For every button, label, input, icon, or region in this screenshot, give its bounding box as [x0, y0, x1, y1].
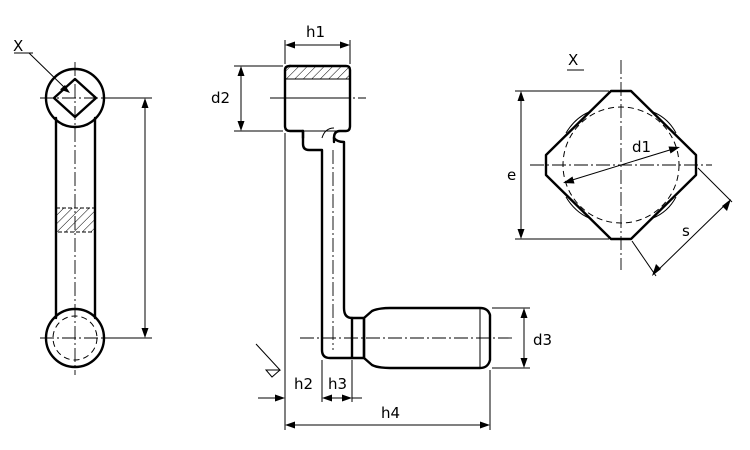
dimension-e: e — [507, 166, 516, 184]
dimension-h1: h1 — [306, 23, 325, 41]
dimension-h2: h2 — [294, 375, 313, 393]
detail-view-x: X e d1 s — [507, 51, 733, 277]
arm-section-hatch — [55, 207, 96, 233]
view-marker-left: X — [13, 37, 23, 55]
dimension-d1: d1 — [632, 138, 651, 156]
hub-section-hatch — [285, 66, 350, 79]
dimension-h3: h3 — [328, 375, 347, 393]
view-marker-right: X — [568, 51, 578, 69]
dimension-d3: d3 — [533, 331, 552, 349]
side-view: h1 d2 h2 h3 h4 d3 — [211, 23, 552, 430]
dimension-h4: h4 — [381, 404, 400, 422]
dimension-d2: d2 — [211, 89, 230, 107]
front-view: X — [13, 37, 152, 375]
dimension-s: s — [682, 222, 690, 240]
